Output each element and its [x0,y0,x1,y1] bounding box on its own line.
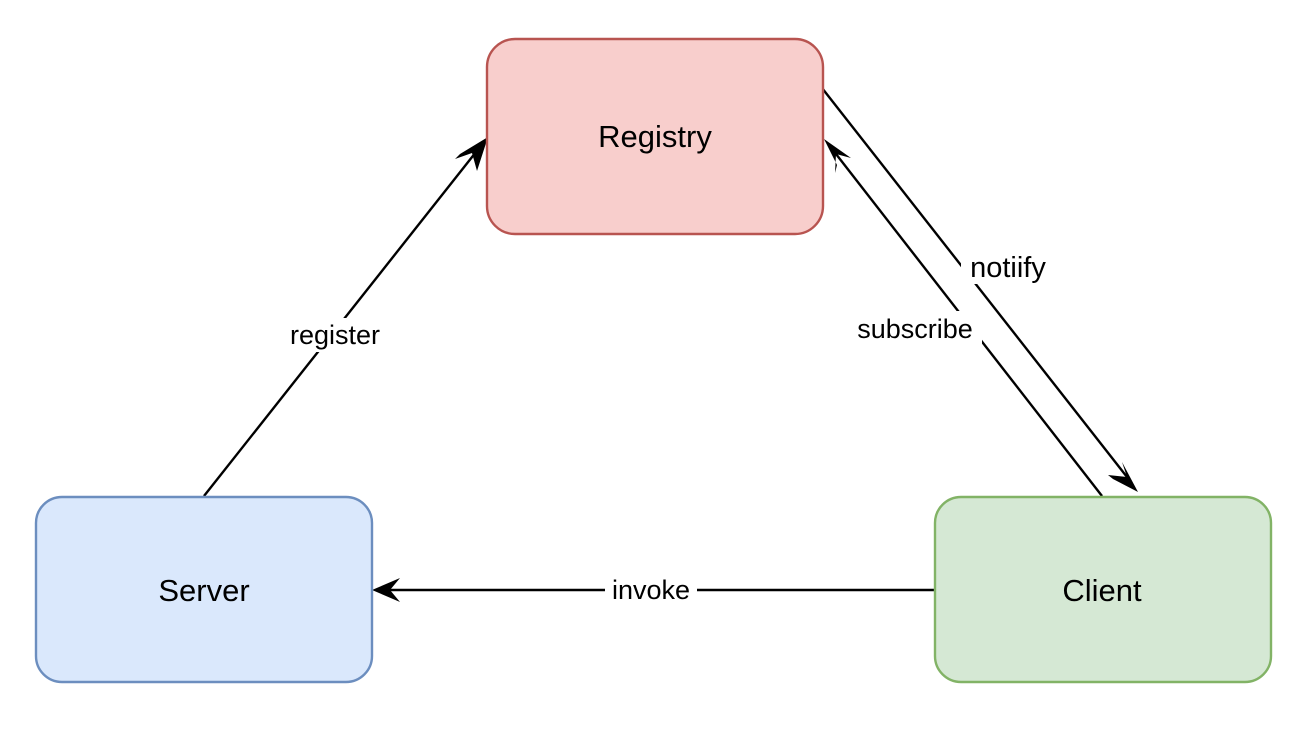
edge-notify: notiify [821,87,1138,492]
edge-subscribe-arrowhead [824,139,851,173]
node-registry-box [485,37,825,236]
edge-subscribe-label: subscribe [857,314,973,344]
node-client-box [933,495,1273,684]
edge-invoke-label-bg [605,573,697,607]
node-server-box [34,495,374,684]
edge-invoke: invoke [372,573,934,607]
node-server[interactable]: Server [34,495,374,684]
node-registry[interactable]: Registry [485,37,825,236]
node-server-label: Server [158,573,249,608]
edge-subscribe-label-bg [848,311,982,345]
node-client[interactable]: Client [933,495,1273,684]
edge-notify-label-bg [961,250,1056,284]
edge-register-label: register [290,320,380,350]
node-registry-label: Registry [598,119,712,154]
edge-register-label-bg [281,318,389,352]
edge-register-arrowhead [455,137,488,171]
edge-invoke-label: invoke [612,575,690,605]
edge-invoke-arrowhead [372,578,400,602]
edge-notify-arrowhead [1108,462,1138,492]
edge-subscribe: subscribe [824,139,1103,497]
node-client-label: Client [1062,573,1142,608]
edge-notify-label: notiify [970,252,1046,284]
edge-register: register [203,137,488,497]
